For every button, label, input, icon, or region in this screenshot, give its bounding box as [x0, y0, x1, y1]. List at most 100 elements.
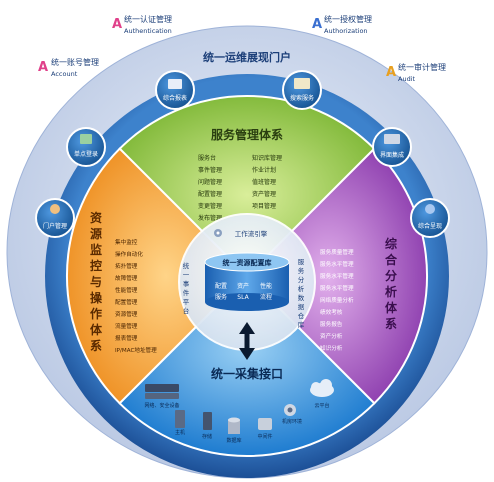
- top-label-account: A 统一账号管理 Account: [38, 57, 99, 78]
- event-platform-label: 统一事件平台: [183, 261, 190, 315]
- analysis-items: 服务质量管理 服务水平管理 服务水平管理 服务水平管理 网络质量分析 绩效考核 …: [320, 248, 354, 352]
- list-item: 变更管理: [198, 202, 222, 210]
- audit-label: 统一审计管理: [398, 62, 446, 72]
- device-label: 机房环境: [282, 418, 302, 425]
- node-comprehensive-display[interactable]: 综合呈现: [410, 198, 450, 238]
- node-label: 单点登录: [74, 150, 98, 158]
- list-item: 项目管理: [252, 202, 276, 210]
- list-item: 拓扑管理: [115, 262, 138, 270]
- device-label: 数据库: [226, 437, 241, 444]
- authentication-logo-icon: A: [112, 17, 122, 32]
- config-db-label: 统一资源配置库: [223, 258, 272, 267]
- middleware-icon: [258, 418, 272, 430]
- list-item: 网络质量分析: [320, 296, 354, 304]
- list-item: 知识库管理: [252, 154, 282, 162]
- resource-items: 集中监控 操作自动化 拓扑管理 故障管理 性能管理 配置管理 资源管理 流量管理…: [115, 238, 157, 354]
- datacenter-environment-icon: [284, 404, 296, 416]
- list-item: 作业计划: [252, 166, 276, 174]
- account-logo-icon: A: [38, 60, 48, 75]
- list-item: 发布管理: [198, 214, 222, 222]
- list-item: 资产管理: [252, 190, 276, 198]
- node-report[interactable]: 综合报表: [155, 70, 195, 110]
- list-item: 服务台: [198, 154, 216, 162]
- node-label: 综合呈现: [418, 222, 442, 230]
- network-device-icon: [145, 384, 179, 399]
- list-item: 流量管理: [115, 322, 138, 330]
- db-word: 配置: [215, 283, 227, 290]
- list-item: 故障管理: [115, 274, 138, 282]
- db-word: 性能: [260, 282, 272, 290]
- node-label: 门户管理: [43, 222, 67, 230]
- list-item: 问题管理: [198, 178, 222, 186]
- cloud-platform-icon: [310, 379, 334, 397]
- ui-integration-icon: [384, 134, 400, 144]
- top-label-audit: A 统一审计管理 Audit: [386, 62, 446, 83]
- comprehensive-display-icon: [425, 204, 435, 214]
- node-ui-integration[interactable]: 界面集成: [372, 127, 412, 167]
- list-item: 服务水平管理: [320, 284, 354, 292]
- bidirectional-arrow-icon: [239, 322, 255, 360]
- report-icon: [168, 79, 182, 89]
- config-database-cylinder: [204, 252, 290, 311]
- audit-en-label: Audit: [398, 75, 415, 83]
- device-label: 中间件: [257, 433, 272, 440]
- db-word: 资产: [237, 282, 249, 290]
- audit-logo-icon: A: [386, 65, 396, 80]
- top-label-authorization: A 统一授权管理 Authorization: [312, 14, 372, 35]
- portal-title: 统一运维展现门户: [203, 50, 291, 64]
- list-item: 绩效考核: [320, 308, 343, 316]
- node-portal-management[interactable]: 门户管理: [35, 198, 75, 238]
- storage-icon: [203, 412, 212, 430]
- service-items-left: 服务台 事件管理 问题管理 配置管理 变更管理 发布管理: [198, 154, 222, 222]
- account-label: 统一账号管理: [51, 57, 99, 67]
- device-label: 网络、安全设备: [144, 402, 179, 409]
- list-item: 资产分析: [320, 332, 343, 340]
- authorization-label: 统一授权管理: [324, 14, 372, 24]
- list-item: 服务报告: [320, 320, 343, 328]
- list-item: 报表管理: [115, 334, 138, 342]
- device-label: 存储: [202, 433, 212, 440]
- device-label: 主机: [175, 429, 185, 436]
- host-server-icon: [175, 410, 185, 428]
- node-label: 界面集成: [380, 151, 404, 159]
- quadrant-service-management: [118, 94, 376, 278]
- database-icon: [228, 417, 240, 434]
- list-item: 服务质量管理: [320, 248, 354, 256]
- node-sso[interactable]: 单点登录: [66, 127, 106, 167]
- device-label: 云平台: [314, 402, 329, 409]
- service-management-title: 服务管理体系: [211, 127, 283, 142]
- search-service-icon: [294, 78, 310, 89]
- quadrant-analysis: [245, 147, 429, 405]
- list-item: 服务水平管理: [320, 272, 354, 280]
- list-item: 服务水平管理: [320, 260, 354, 268]
- node-label: 搜索服务: [290, 94, 314, 102]
- authentication-label: 统一认证管理: [124, 14, 172, 24]
- list-item: 性能管理: [115, 286, 138, 294]
- service-items-right: 知识库管理 作业计划 值班管理 资产管理 项目管理: [252, 154, 282, 210]
- authorization-logo-icon: A: [312, 17, 322, 32]
- account-en-label: Account: [51, 70, 78, 78]
- resource-monitoring-title: 资源监控与操作体系: [90, 210, 103, 353]
- db-word: 流程: [260, 293, 272, 301]
- list-item: 操作自动化: [115, 250, 143, 258]
- list-item: 知识分析: [320, 344, 343, 352]
- authentication-en-label: Authentication: [124, 27, 172, 35]
- workflow-engine-label: 工作流引擎: [235, 229, 268, 238]
- gear-icon: [214, 229, 222, 237]
- authorization-en-label: Authorization: [324, 27, 368, 35]
- node-label: 综合报表: [163, 94, 187, 102]
- list-item: 事件管理: [198, 166, 222, 174]
- list-item: 集中监控: [115, 238, 138, 246]
- sso-icon: [80, 134, 92, 144]
- data-warehouse-label: 服务分析数据仓库: [298, 258, 305, 329]
- list-item: IP/MAC地址管理: [115, 346, 157, 354]
- device-icons: 网络、安全设备 主机 存储 数据库 中间件 机房环境 云平台: [144, 379, 334, 444]
- analysis-title: 综合分析体系: [385, 236, 398, 331]
- collection-interface-title: 统一采集接口: [211, 366, 283, 381]
- top-label-authentication: A 统一认证管理 Authentication: [112, 14, 172, 35]
- node-search-service[interactable]: 搜索服务: [282, 70, 322, 110]
- db-word: 服务: [215, 293, 227, 301]
- list-item: 配置管理: [115, 298, 138, 306]
- list-item: 配置管理: [198, 190, 222, 198]
